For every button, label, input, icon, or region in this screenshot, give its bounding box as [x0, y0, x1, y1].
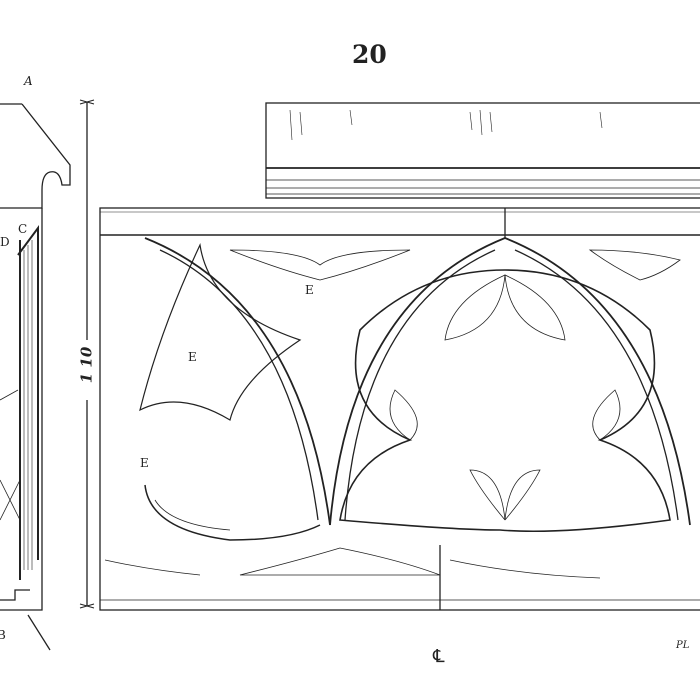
- cornice: [265, 102, 700, 199]
- label-c: C: [18, 222, 28, 236]
- label-e: E: [305, 283, 314, 297]
- tracery-panel: [99, 207, 700, 611]
- dimension-label: 1 10: [77, 346, 96, 384]
- centerline-symbol: ℄: [433, 646, 445, 667]
- section-profile: [0, 103, 71, 651]
- label-a: A: [24, 74, 33, 88]
- label-e: E: [188, 350, 197, 364]
- dimension-line: [79, 99, 95, 609]
- engraver-signature: PL: [676, 640, 690, 651]
- label-b: B: [0, 628, 6, 642]
- label-d: D: [0, 235, 10, 249]
- label-e: E: [140, 456, 149, 470]
- page-number: 20: [352, 40, 387, 69]
